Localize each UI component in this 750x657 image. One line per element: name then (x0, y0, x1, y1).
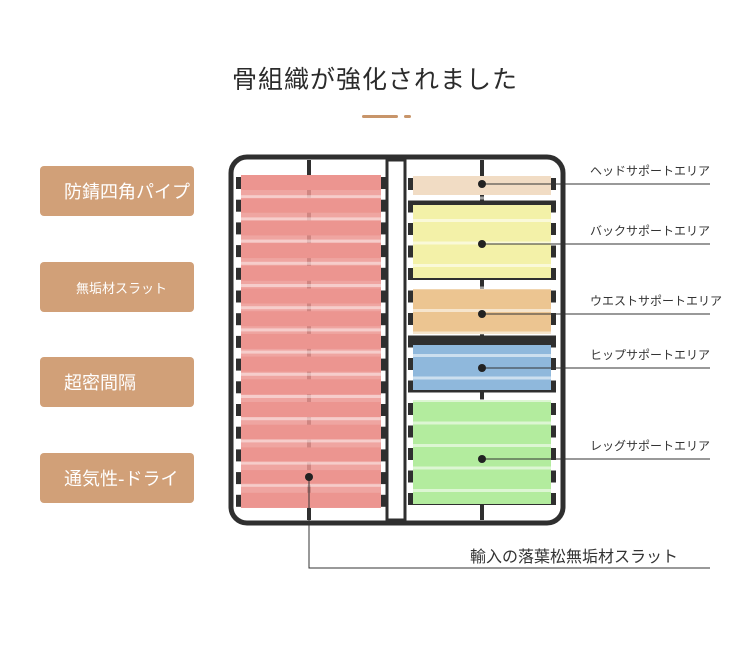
left-slat-gap (241, 350, 381, 354)
left-slat (241, 311, 381, 327)
left-slat-gap (241, 483, 381, 487)
marker-dot-slat (305, 473, 313, 481)
left-slat-gap (241, 395, 381, 398)
bed-frame-outer (228, 154, 566, 526)
right-slat-gap (413, 466, 551, 470)
left-slat-gap (241, 217, 381, 221)
left-slat-gap (241, 195, 381, 199)
right-slat-gap (413, 399, 551, 402)
marker-dot-waist (478, 310, 486, 318)
left-slat-gap (241, 239, 381, 243)
marker-dot-leg (478, 455, 486, 463)
left-slat (241, 447, 381, 463)
title-underline-dot (404, 115, 411, 118)
left-slat (241, 402, 381, 417)
left-slat (241, 356, 381, 372)
left-slat-gap (241, 328, 381, 332)
title-underline (362, 115, 398, 118)
feature-box-solid-wood-slat: 無垢材スラット (40, 262, 194, 312)
left-slat (241, 175, 381, 190)
left-slat (241, 424, 381, 440)
marker-dot-back (478, 240, 486, 248)
left-slat-gap (241, 306, 381, 310)
zone-label-back: バックサポートエリア (590, 224, 711, 238)
left-slat-gap (241, 261, 381, 265)
zone-label-leg: レッグサポートエリア (590, 439, 711, 453)
left-slat (241, 492, 381, 508)
right-slat-gap (413, 489, 551, 492)
left-slat (241, 333, 381, 349)
right-slat-gap (413, 219, 551, 222)
left-slat-gap (241, 417, 381, 421)
left-slat-gap (241, 439, 381, 443)
left-slat (241, 379, 381, 395)
left-slat-gap (241, 461, 381, 465)
right-slats (408, 176, 556, 505)
left-slat (241, 220, 381, 236)
feature-box-rust-proof-pipe: 防錆四角パイプ (40, 166, 194, 216)
left-slat (241, 288, 381, 304)
zone-label-waist: ウエストサポートエリア (590, 294, 723, 308)
right-slat-gap (413, 421, 551, 425)
left-slat (241, 265, 381, 281)
leader-line-slat (308, 477, 710, 569)
bed-frame-spine (385, 158, 407, 522)
slat-material-label: 輸入の落葉松無垢材スラット (470, 547, 679, 566)
right-slat-gap (413, 376, 551, 380)
marker-dot-head (478, 180, 486, 188)
feature-box-dense-spacing: 超密間隔 (40, 357, 194, 407)
right-slat-gap (413, 444, 551, 447)
right-slat-gap (413, 286, 551, 290)
right-slat-gap (413, 264, 551, 267)
right-slat-gap (413, 196, 551, 200)
zone-block-4 (413, 400, 551, 504)
left-slat (241, 197, 381, 213)
marker-dot-hip (478, 364, 486, 372)
right-slat-gap (413, 331, 551, 335)
zone-label-hip: ヒップサポートエリア (590, 348, 711, 362)
feature-box-breathable: 通気性-ドライ (40, 453, 194, 503)
left-slats (236, 175, 386, 508)
left-slat-gap (241, 284, 381, 287)
left-slat (241, 243, 381, 259)
right-slat-strap (408, 335, 556, 348)
left-slat-gap (241, 372, 381, 376)
zone-label-head: ヘッドサポートエリア (590, 164, 711, 178)
page-title: 骨組織が強化されました (231, 65, 518, 94)
right-slat-gap (413, 354, 551, 357)
